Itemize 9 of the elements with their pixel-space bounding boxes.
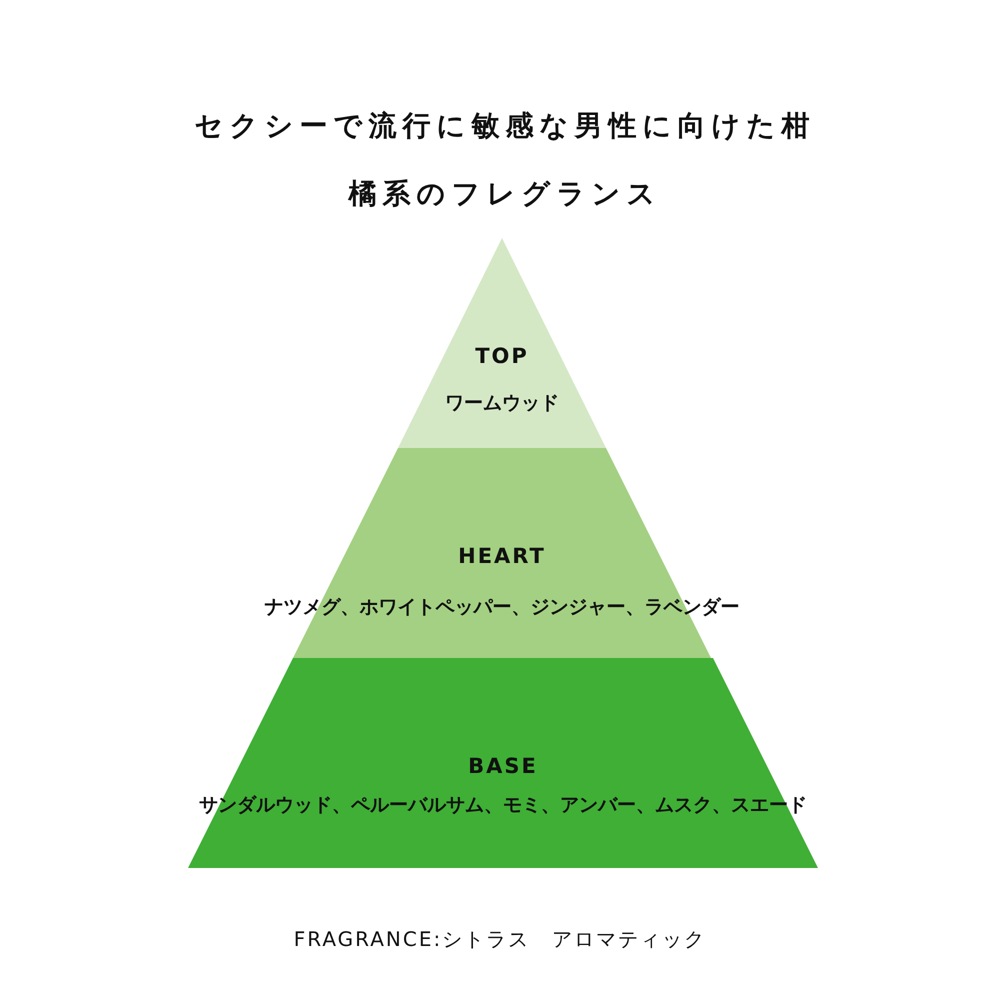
note-list: ワームウッド xyxy=(445,390,559,416)
tier-heading: BASE xyxy=(468,754,538,778)
caption: FRAGRANCE:シトラス アロマティック xyxy=(292,926,708,953)
note-list: ナツメグ、ホワイトペッパー、ジンジャー、ラベンダー xyxy=(264,594,740,620)
tier-heading: TOP xyxy=(475,344,529,368)
tier-heading: HEART xyxy=(458,544,546,568)
pyramid-tier xyxy=(188,658,818,868)
pyramid-tier xyxy=(398,238,606,448)
title: セクシーで流行に敏感な男性に向けた柑橘系のフレグランス xyxy=(194,108,816,212)
